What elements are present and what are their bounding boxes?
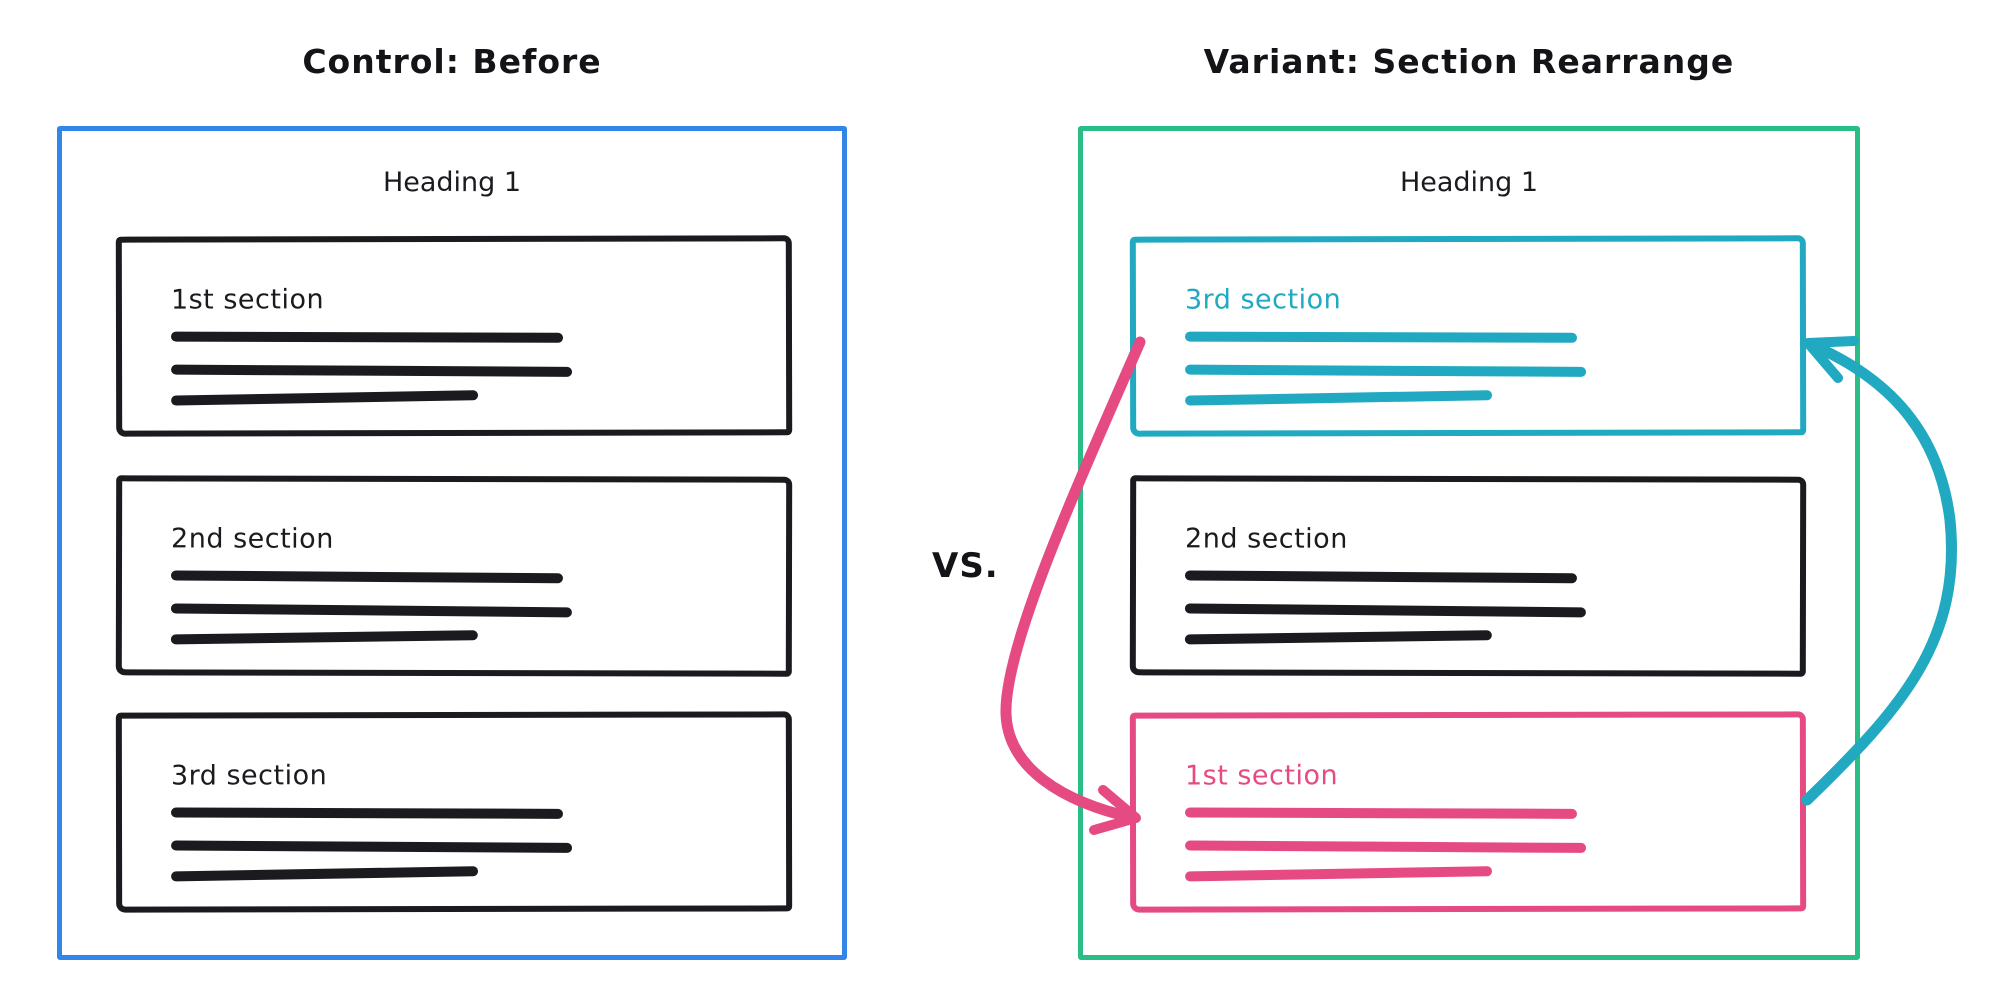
vs-label: VS. (932, 546, 999, 586)
section-label: 2nd section (1185, 523, 1348, 555)
control-section-2nd: 2nd section (115, 475, 793, 677)
control-heading: Heading 1 (382, 167, 522, 198)
text-line (170, 603, 572, 618)
control-panel: Heading 1 1st section 2nd section 3rd se… (57, 126, 847, 960)
text-line (1185, 866, 1493, 882)
text-line (1184, 807, 1578, 819)
section-label: 2nd section (171, 523, 334, 555)
text-line (170, 807, 564, 819)
text-line (170, 630, 478, 645)
variant-panel: Heading 1 3rd section 2nd section 1st se… (1078, 126, 1860, 960)
variant-title: Variant: Section Rearrange (1203, 42, 1735, 81)
text-line (1184, 630, 1492, 645)
text-line (1185, 364, 1587, 377)
variant-section-2nd: 2nd section (1129, 475, 1807, 677)
text-line (1185, 840, 1587, 853)
control-section-3rd: 3rd section (115, 711, 793, 913)
variant-heading: Heading 1 (1399, 167, 1539, 198)
text-line (1184, 603, 1586, 618)
variant-section-1st: 1st section (1129, 711, 1807, 913)
section-label: 3rd section (170, 760, 328, 792)
text-line (171, 364, 573, 377)
text-line (170, 570, 564, 584)
text-line (1185, 390, 1493, 406)
text-line (1184, 331, 1578, 343)
section-label: 3rd section (1184, 284, 1342, 316)
text-line (171, 866, 479, 882)
section-label: 1st section (170, 284, 325, 316)
text-line (171, 840, 573, 853)
variant-section-3rd: 3rd section (1129, 235, 1807, 437)
text-line (170, 331, 564, 343)
text-line (1184, 570, 1578, 584)
control-title: Control: Before (302, 42, 602, 81)
text-line (171, 390, 479, 406)
section-label: 1st section (1184, 760, 1339, 792)
control-section-1st: 1st section (115, 235, 793, 437)
